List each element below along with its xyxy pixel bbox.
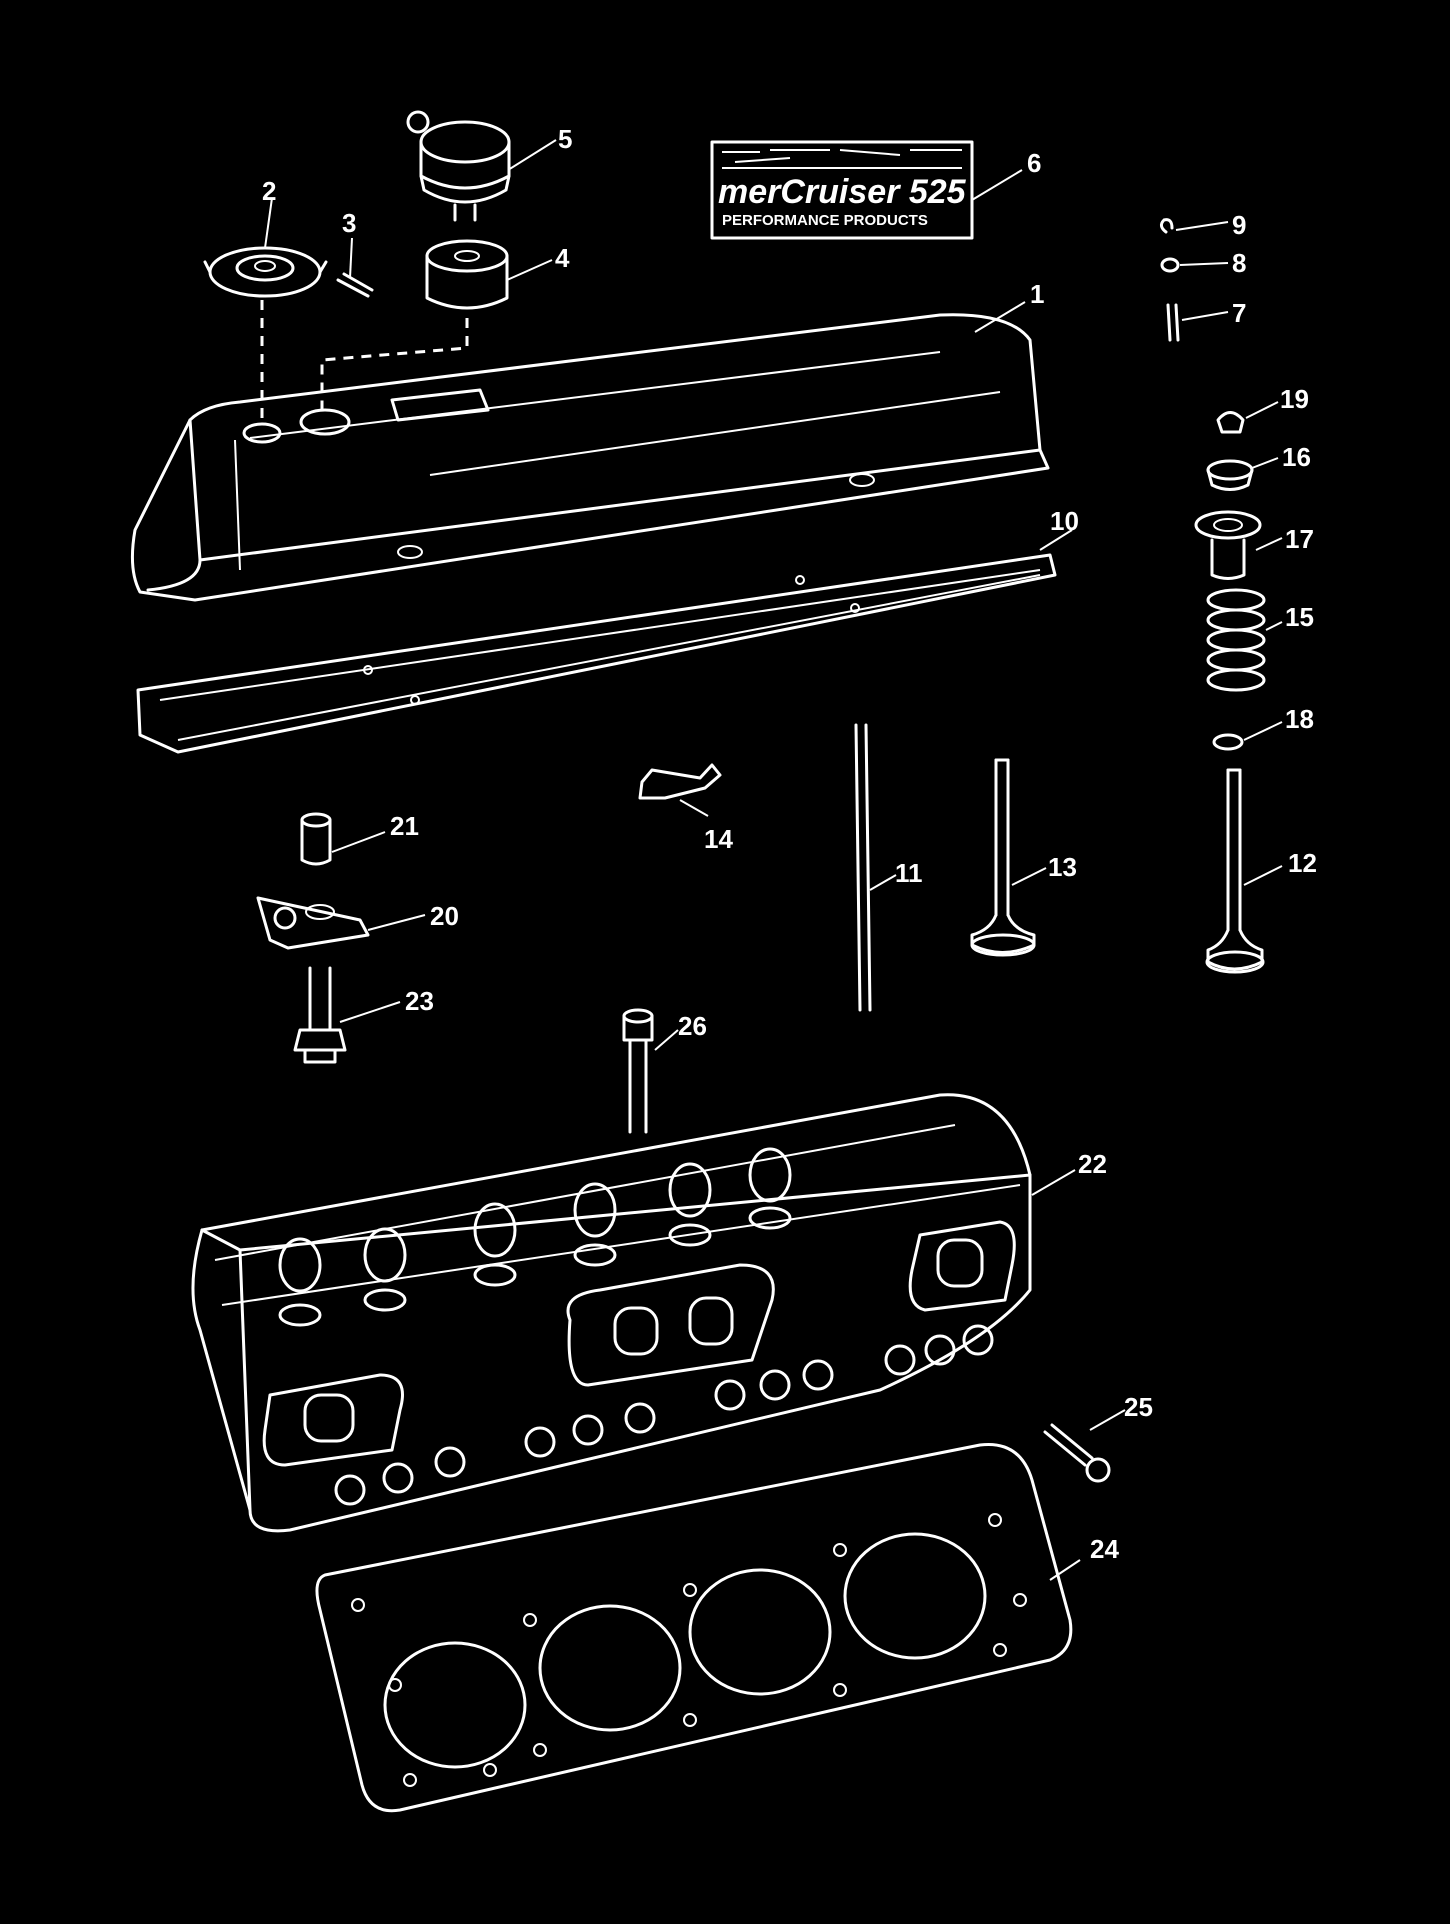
part-24-head-gasket: [315, 1442, 1081, 1813]
part-21-pivot-ball: [300, 812, 386, 866]
part-1-valve-cover: [130, 301, 1050, 602]
part-12-valve: [1205, 768, 1283, 974]
part-23-rocker-stud: [293, 966, 401, 1064]
part-11-pushrod: [854, 723, 897, 1012]
assembly-guide-lines: [260, 300, 469, 420]
callout-16: 16: [1282, 442, 1311, 472]
callout-12: 12: [1288, 848, 1317, 878]
part-2-oil-cap: [203, 197, 328, 298]
part-26-head-bolt: [622, 1008, 679, 1134]
part-25-bolt: [1043, 1409, 1126, 1483]
part-20-rocker-arm: [256, 896, 426, 950]
callout-17: 17: [1285, 524, 1314, 554]
part-8-nut: [1160, 257, 1229, 273]
callout-9: 9: [1232, 210, 1246, 240]
callout-23: 23: [405, 986, 434, 1016]
part-18-seal: [1212, 721, 1283, 751]
callout-3: 3: [342, 208, 356, 238]
callout-21: 21: [390, 811, 419, 841]
decal-tagline-text: PERFORMANCE PRODUCTS: [722, 212, 928, 229]
part-13-valve: [970, 758, 1047, 957]
part-15-spring: [1206, 588, 1283, 692]
callout-labels: 1 2 3 4 5 6 7 8 9 10 11 12 13 14 15 16 1…: [262, 124, 1317, 1564]
callout-18: 18: [1285, 704, 1314, 734]
callout-6: 6: [1027, 148, 1041, 178]
part-19-keeper: [1216, 401, 1279, 434]
callout-8: 8: [1232, 248, 1246, 278]
part-5-breather: [406, 110, 557, 222]
callout-19: 19: [1280, 384, 1309, 414]
callout-26: 26: [678, 1011, 707, 1041]
part-16-retainer: [1206, 457, 1279, 491]
part-9-clip: [1159, 218, 1229, 234]
callout-1: 1: [1030, 279, 1044, 309]
part-17-cap: [1194, 510, 1283, 580]
part-10-cover-gasket: [136, 529, 1073, 754]
part-7-stud: [1166, 303, 1229, 342]
callout-2: 2: [262, 176, 276, 206]
part-3-pin: [336, 237, 374, 298]
part-22-cylinder-head: [191, 1093, 1076, 1533]
part-4-grommet: [425, 239, 553, 310]
callout-7: 7: [1232, 298, 1246, 328]
callout-15: 15: [1285, 602, 1314, 632]
callout-11: 11: [895, 858, 923, 888]
callout-22: 22: [1078, 1149, 1107, 1179]
callout-4: 4: [555, 243, 570, 273]
callout-25: 25: [1124, 1392, 1153, 1422]
callout-10: 10: [1050, 506, 1079, 536]
callout-14: 14: [704, 824, 733, 854]
callout-24: 24: [1090, 1534, 1119, 1564]
callout-20: 20: [430, 901, 459, 931]
decal-brand-text: merCruiser 525: [718, 173, 967, 211]
part-14-guide-plate: [638, 763, 722, 817]
callout-13: 13: [1048, 852, 1077, 882]
part-6-decal: merCruiser 525 PERFORMANCE PRODUCTS: [710, 140, 1023, 240]
callout-5: 5: [558, 124, 572, 154]
